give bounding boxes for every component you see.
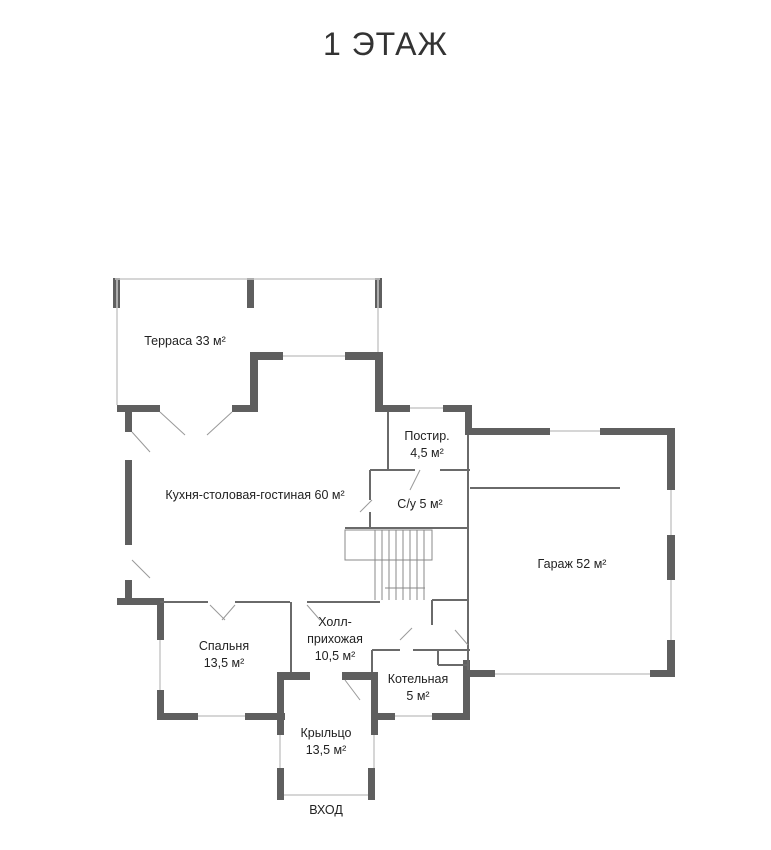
wall-segment (463, 660, 470, 720)
door-leaf (209, 604, 226, 621)
wall-segment (667, 428, 675, 490)
wall-segment (250, 360, 258, 412)
wall-segment (157, 600, 164, 640)
wall-segment (667, 640, 675, 677)
door-leaf (399, 627, 413, 641)
wall-segment (232, 405, 258, 412)
door-leaf (344, 679, 361, 701)
wall-segment (650, 670, 675, 677)
room-living-label: Кухня-столовая-гостиная 60 м² (165, 488, 345, 502)
wall-segment (250, 352, 283, 360)
door-leaf (359, 499, 373, 513)
room-wc-label: С/у 5 м² (397, 497, 443, 511)
door-leaf (306, 604, 321, 621)
wall-segment (465, 405, 472, 435)
wall-segment (368, 768, 375, 800)
windows (115, 278, 672, 796)
wall-segment (125, 580, 132, 605)
partitions (160, 412, 620, 672)
wall-segment (277, 768, 284, 800)
door-leaf (206, 411, 233, 436)
wall-segment (432, 713, 470, 720)
wall-segment (342, 672, 378, 680)
wall-segment (345, 352, 383, 360)
door-leaf (131, 431, 151, 453)
stairs (344, 529, 433, 600)
wall-segment (600, 428, 675, 435)
floor-title: 1 ЭТАЖ (322, 26, 449, 62)
wall-segment (667, 535, 675, 580)
wall-segment (375, 352, 383, 412)
door-leaf (409, 469, 421, 491)
walls (113, 278, 675, 800)
wall-segment (371, 672, 378, 735)
wall-segment (125, 405, 132, 432)
door-leaf (131, 559, 151, 579)
room-terrace-label: Терраса 33 м² (144, 334, 226, 348)
wall-segment (125, 460, 132, 545)
wall-segment (277, 672, 284, 735)
wall-segment (470, 428, 550, 435)
wall-segment (117, 598, 164, 605)
wall-segment (443, 405, 472, 412)
wall-segment (117, 405, 160, 412)
doors (131, 411, 469, 701)
wall-segment (247, 278, 254, 308)
wall-segment (157, 713, 198, 720)
door-leaf (454, 629, 469, 646)
wall-segment (470, 670, 495, 677)
entrance-label: ВХОД (309, 803, 343, 817)
wall-segment (245, 713, 285, 720)
room-garage-label: Гараж 52 м² (537, 557, 607, 571)
wall-segment (277, 672, 310, 680)
wall-segment (371, 713, 395, 720)
wall-segment (375, 405, 410, 412)
wall-segment (157, 690, 164, 720)
door-leaf (221, 604, 236, 621)
room-pantry-label: Постир.4,5 м² (404, 429, 450, 460)
door-leaf (159, 411, 186, 436)
